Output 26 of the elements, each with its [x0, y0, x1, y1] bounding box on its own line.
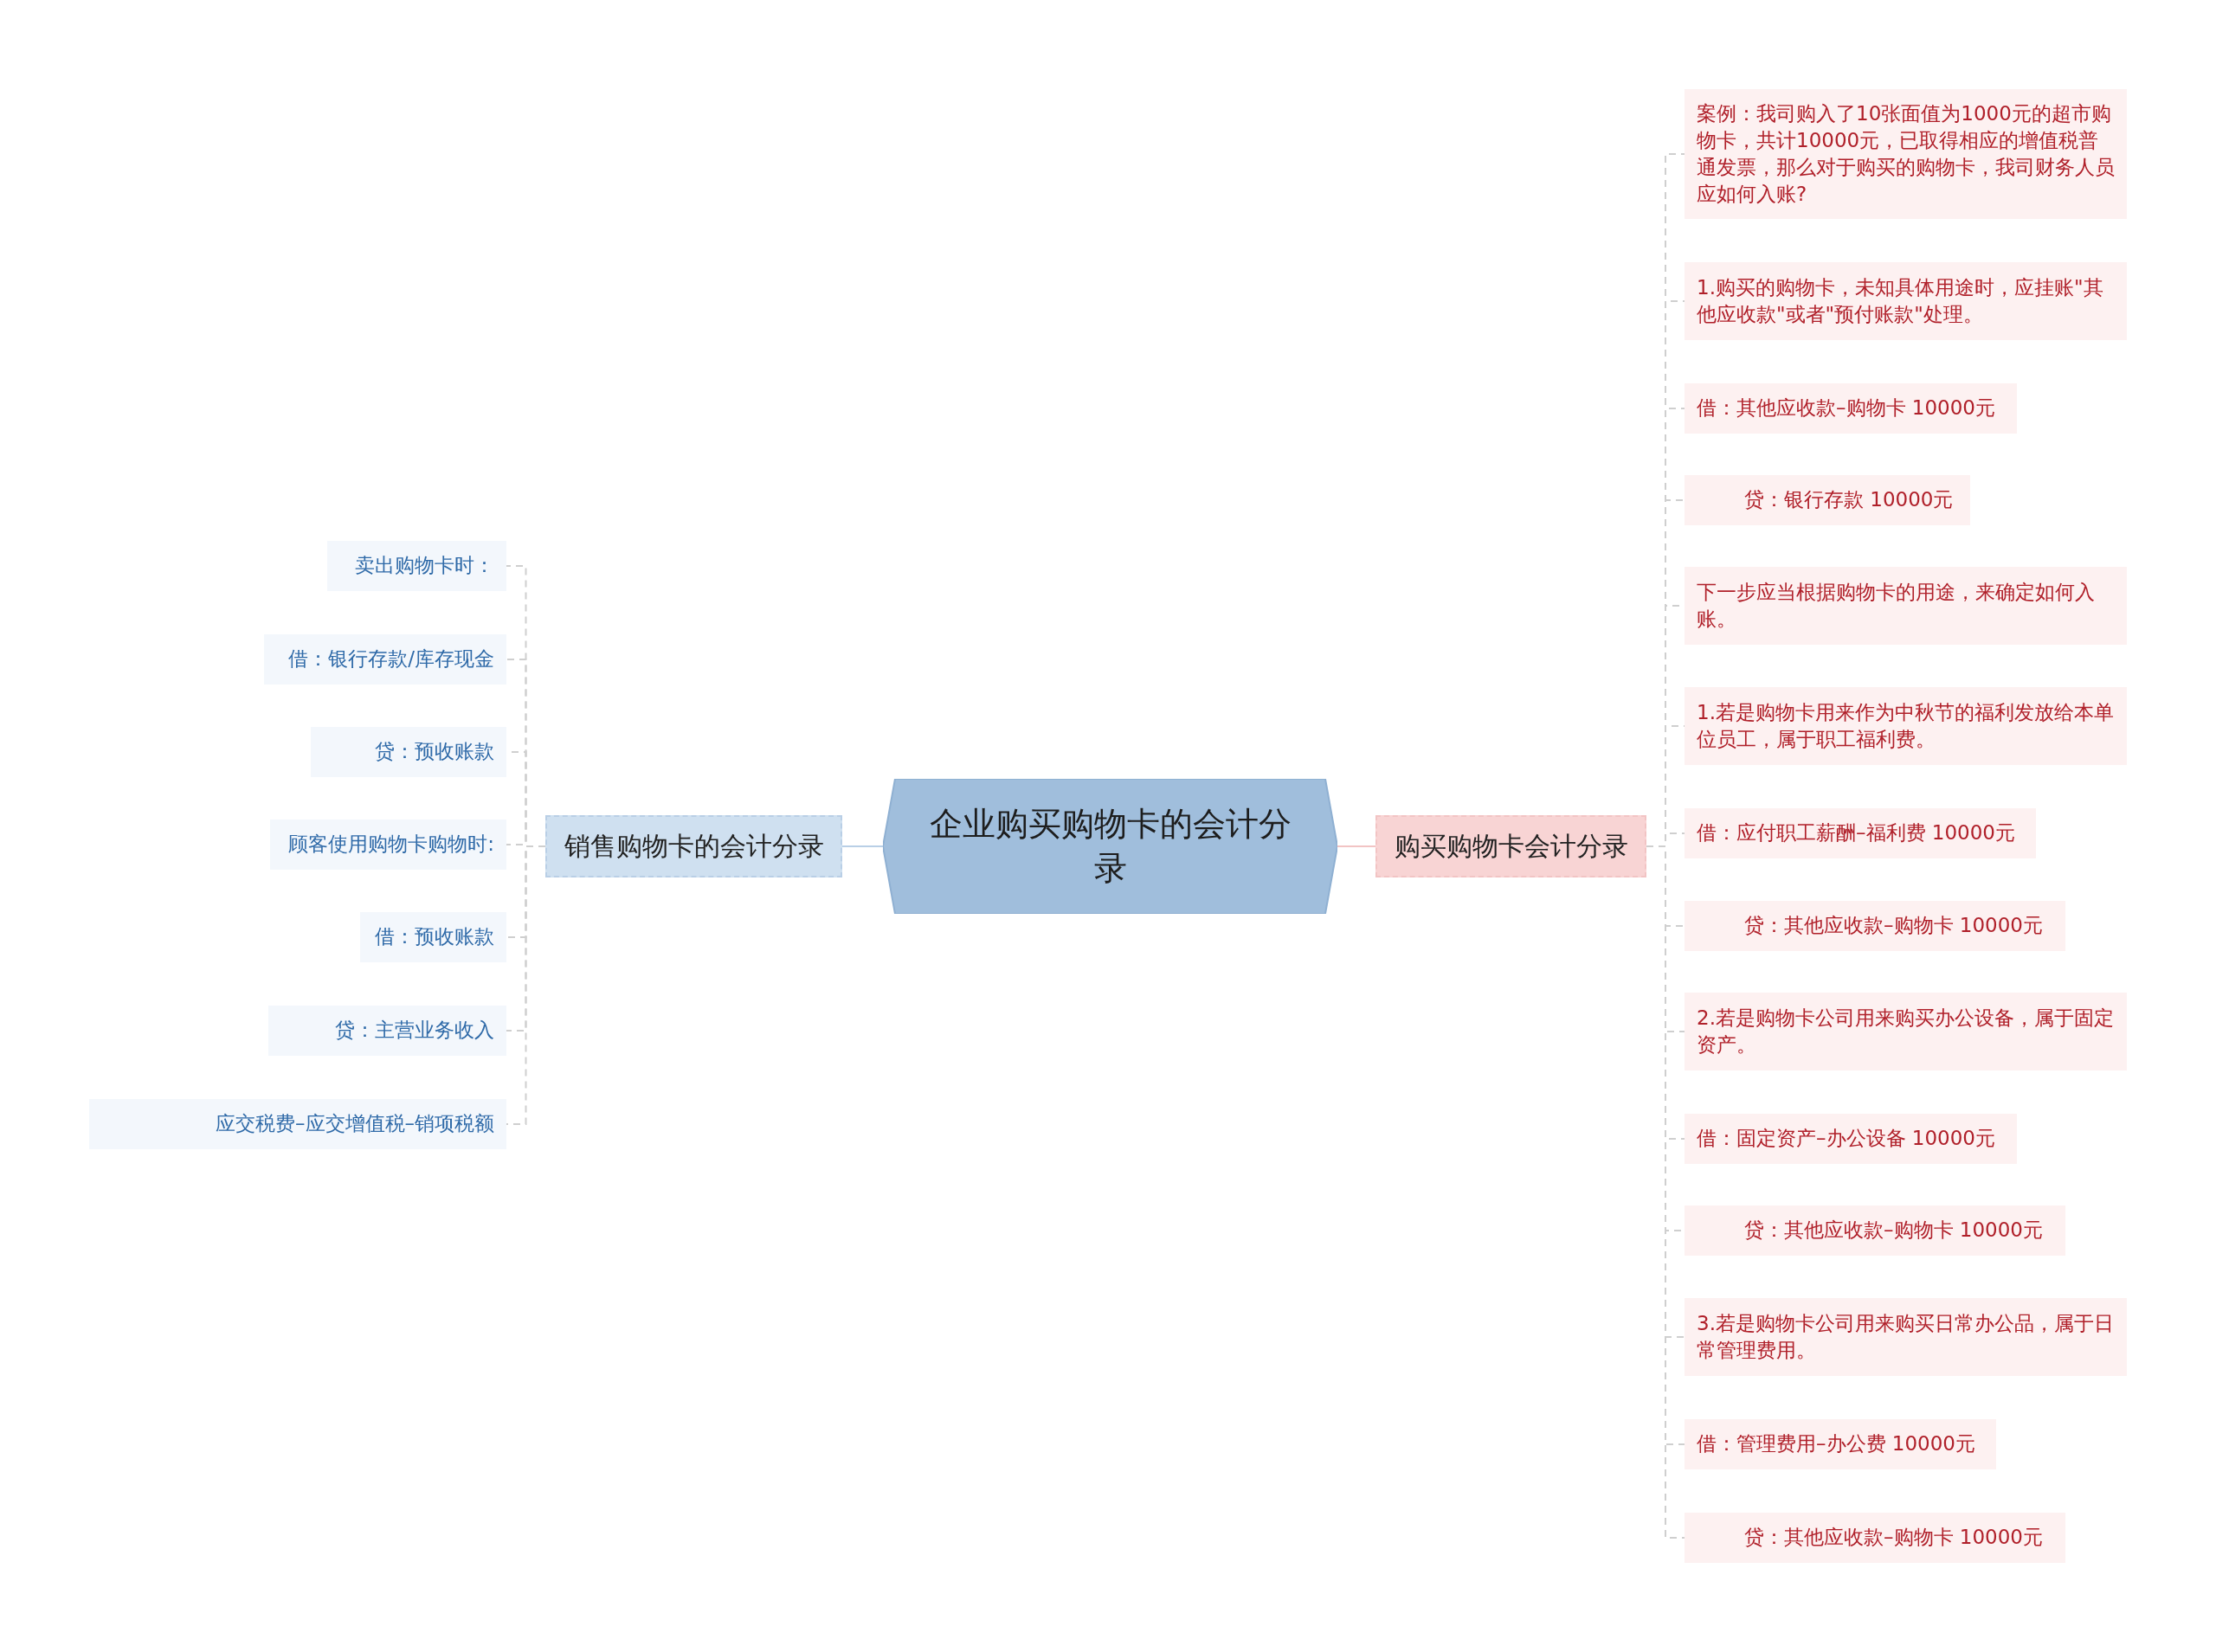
entry-box: 借：银行存款/库存现金 — [264, 634, 506, 685]
entry-box: 借：其他应收款–购物卡 10000元 — [1685, 383, 2017, 434]
entry-box: 3.若是购物卡公司用来购买日常办公品，属于日常管理费用。 — [1685, 1298, 2127, 1376]
entry-box: 借：固定资产–办公设备 10000元 — [1685, 1114, 2017, 1164]
entry-box: 1.若是购物卡用来作为中秋节的福利发放给本单位员工，属于职工福利费。 — [1685, 687, 2127, 765]
branch-box: 购买购物卡会计分录 — [1375, 815, 1646, 877]
topic-hexagon: 企业购买购物卡的会计分录 — [883, 779, 1337, 914]
entry-box: 贷：其他应收款–购物卡 10000元 — [1685, 901, 2065, 951]
branch-box: 销售购物卡的会计分录 — [545, 815, 842, 877]
entry-box: 贷：主营业务收入 — [268, 1006, 506, 1056]
entry-box: 贷：其他应收款–购物卡 10000元 — [1685, 1513, 2065, 1563]
entry-box: 贷：银行存款 10000元 — [1685, 475, 1970, 525]
entry-box: 贷：预收账款 — [311, 727, 506, 777]
entry-box: 案例：我司购入了10张面值为1000元的超市购物卡，共计10000元，已取得相应的增值税普通发票，那么对于购买的购物卡，我司财务人员应如何入账? — [1685, 89, 2127, 219]
entry-box: 贷：其他应收款–购物卡 10000元 — [1685, 1205, 2065, 1256]
entry-box: 1.购买的购物卡，未知具体用途时，应挂账"其他应收款"或者"预付账款"处理。 — [1685, 262, 2127, 340]
entry-box: 2.若是购物卡公司用来购买办公设备，属于固定资产。 — [1685, 993, 2127, 1070]
entry-box: 应交税费–应交增值税–销项税额 — [89, 1099, 506, 1149]
entry-box: 借：管理费用–办公费 10000元 — [1685, 1419, 1996, 1469]
entry-box: 借：应付职工薪酬–福利费 10000元 — [1685, 808, 2036, 858]
entry-box: 卖出购物卡时： — [327, 541, 506, 591]
entry-box: 借：预收账款 — [360, 912, 506, 962]
entry-box: 下一步应当根据购物卡的用途，来确定如何入账。 — [1685, 567, 2127, 645]
connector-line — [1337, 845, 1376, 847]
connector-line — [841, 845, 884, 847]
entry-box: 顾客使用购物卡购物时: — [270, 820, 506, 870]
